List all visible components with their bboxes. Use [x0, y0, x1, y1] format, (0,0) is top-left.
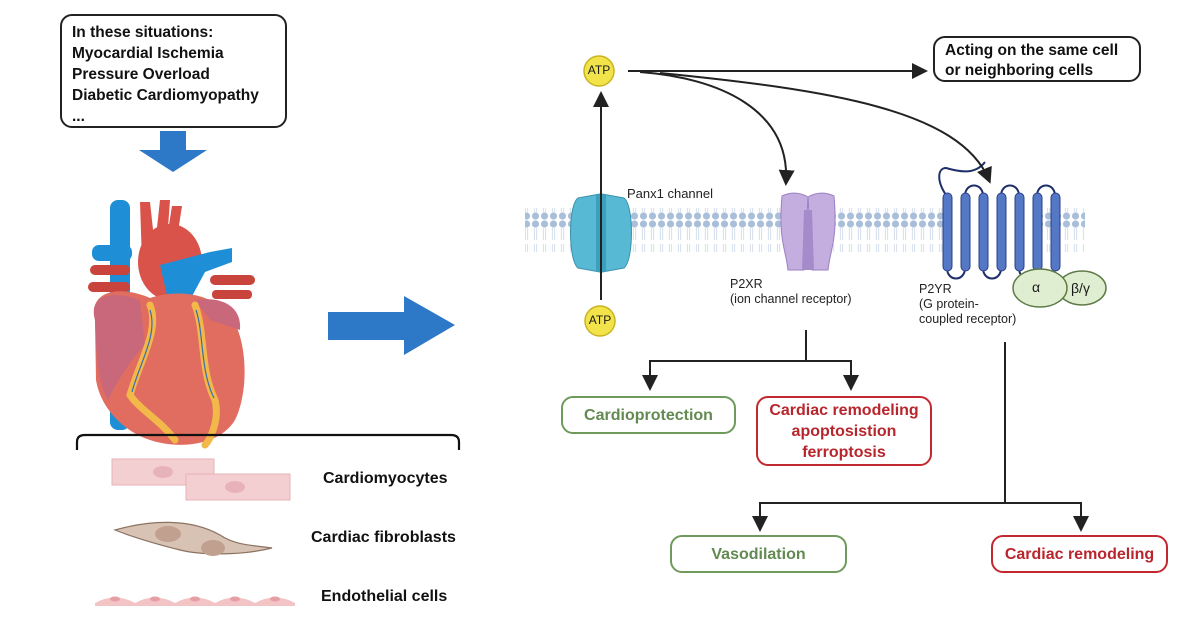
g-protein-icon — [1012, 268, 1107, 308]
p2xr-branch-connector — [642, 330, 859, 391]
cell-label-fibroblasts: Cardiac fibroblasts — [311, 529, 456, 546]
atp-label-top: ATP — [587, 63, 611, 77]
situations-box: In these situations: Myocardial Ischemia… — [60, 14, 287, 128]
outcome-line: apoptosistion — [791, 422, 897, 440]
outcome-cardioprotection: Cardioprotection — [561, 396, 736, 434]
p2xr-name: P2XR — [730, 277, 763, 291]
gpcr-helix — [942, 192, 953, 272]
target-line-2: or neighboring cells — [945, 62, 1094, 79]
p2yr-name: P2YR — [919, 282, 952, 296]
situation-item: Pressure Overload — [72, 66, 210, 83]
p2yr-branch-connector — [752, 342, 1089, 532]
atp-to-p2yr-arrow — [659, 72, 992, 184]
gpcr-helix — [960, 192, 971, 272]
gpcr-helix — [1032, 192, 1043, 272]
situation-item: Diabetic Cardiomyopathy — [72, 87, 259, 104]
p2xr-receptor-icon — [780, 192, 836, 271]
panx1-label: Panx1 channel — [627, 186, 714, 201]
cardiac-fibroblasts-icon — [113, 521, 273, 556]
situations-title: In these situations: — [72, 24, 214, 41]
gpcr-helix — [996, 192, 1007, 272]
outcome-line: Cardiac remodeling — [769, 401, 919, 419]
p2yr-description-2: coupled receptor) — [919, 312, 1017, 326]
p2yr-description-1: (G protein- — [919, 297, 979, 311]
g-alpha-label: α — [1032, 279, 1041, 295]
heart-icon — [88, 200, 255, 449]
gpcr-helix — [1050, 192, 1061, 272]
g-betagamma-label: β/γ — [1071, 280, 1090, 296]
cardiomyocytes-icon — [111, 458, 291, 501]
target-line-1: Acting on the same cell — [945, 42, 1119, 59]
outcome-vasodilation: Vasodilation — [670, 535, 847, 573]
endothelial-cells-icon — [95, 596, 295, 606]
gpcr-helix — [1014, 192, 1025, 272]
atp-molecule-bottom — [584, 305, 616, 337]
target-cells-box: Acting on the same cell or neighboring c… — [933, 36, 1141, 82]
outcome-cardiac-remodeling-apoptosis: Cardiac remodeling apoptosistion ferropt… — [756, 396, 932, 466]
outcome-cardiac-remodeling: Cardiac remodeling — [991, 535, 1168, 573]
down-arrow-icon — [139, 131, 207, 172]
p2xr-description: (ion channel receptor) — [730, 292, 852, 306]
outcome-line: ferroptosis — [802, 443, 886, 461]
atp-to-p2xr-arrow — [639, 71, 795, 186]
situation-item: ... — [72, 108, 85, 125]
gpcr-helix — [978, 192, 989, 272]
bracket-line — [75, 433, 461, 450]
right-arrow-icon — [328, 296, 455, 355]
p2yr-receptor-icon — [938, 161, 1061, 280]
cell-label-cardiomyocytes: Cardiomyocytes — [323, 470, 448, 487]
atp-label-bottom: ATP — [588, 313, 612, 327]
cell-label-endothelial: Endothelial cells — [321, 588, 448, 605]
atp-molecule-top — [583, 55, 615, 87]
situation-item: Myocardial Ischemia — [72, 45, 224, 62]
